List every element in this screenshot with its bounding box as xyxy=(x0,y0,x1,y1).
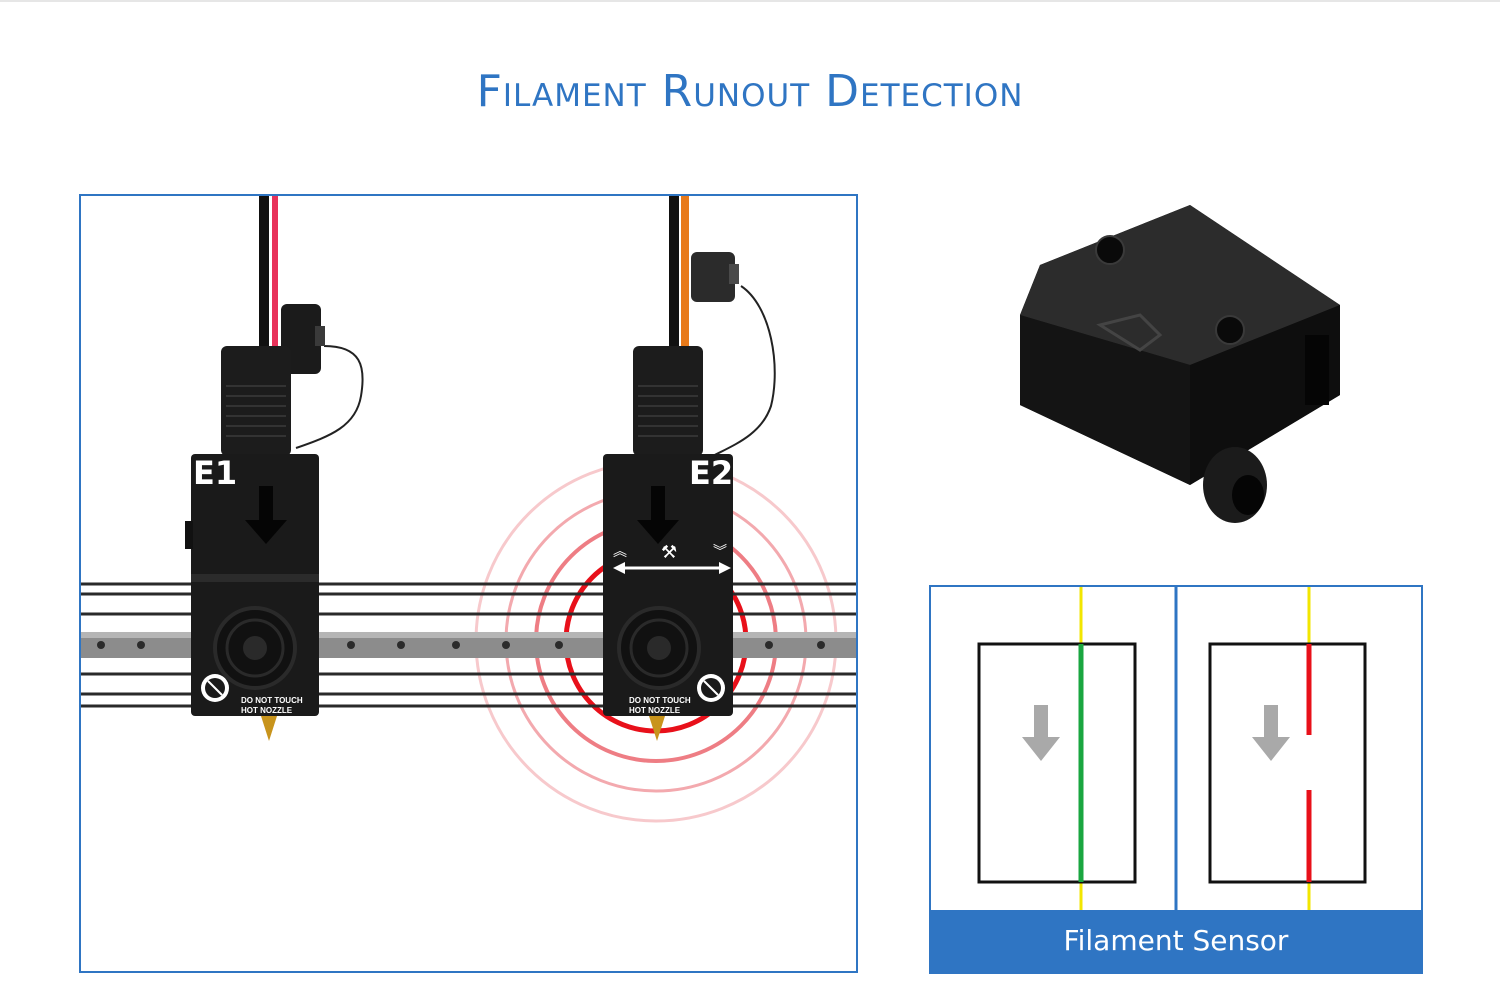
rail-holes xyxy=(97,641,825,649)
extruder-scene: DO NOT TOUCH HOT NOZZLE ⚒ ︽ ︾ xyxy=(81,196,856,823)
e2-warning-line2: HOT NOZZLE xyxy=(629,706,681,715)
svg-text:︾: ︾ xyxy=(713,544,727,560)
mount-hole-icon xyxy=(1215,315,1245,345)
down-arrow-icon xyxy=(245,486,287,544)
sensor-state-runout xyxy=(1208,587,1367,910)
e2-cables xyxy=(669,196,776,459)
page-title: Filament Runout Detection xyxy=(476,66,1024,117)
e1-hotend xyxy=(185,454,319,741)
e1-warning-line2: HOT NOZZLE xyxy=(241,706,293,715)
e2-runout-sensor xyxy=(691,252,739,302)
filament-sensor-diagram: Filament Sensor xyxy=(929,585,1423,974)
e2-warning-line1: DO NOT TOUCH xyxy=(629,696,691,705)
extruder-illustration: DO NOT TOUCH HOT NOZZLE ⚒ ︽ ︾ xyxy=(79,194,858,973)
e2-hotend: ⚒ ︽ ︾ xyxy=(603,454,733,741)
mount-hole-icon xyxy=(1095,235,1125,265)
sensor-state-ok xyxy=(977,587,1137,910)
down-arrow-icon xyxy=(1252,705,1290,761)
svg-text:︽: ︽ xyxy=(613,544,627,560)
e1-warning-line1: DO NOT TOUCH xyxy=(241,696,303,705)
down-arrow-icon xyxy=(637,486,679,544)
e1-cables xyxy=(259,196,364,449)
extruder-label-e2: E2 xyxy=(689,454,734,492)
sensor-caption: Filament Sensor xyxy=(931,910,1421,972)
extruder-label-e1: E1 xyxy=(193,454,238,492)
down-arrow-icon xyxy=(1022,705,1060,761)
wrench-icon: ⚒ xyxy=(661,542,677,563)
filament-sensor-photo xyxy=(1010,195,1350,555)
top-divider xyxy=(0,0,1500,2)
direction-arrow-icon xyxy=(1096,313,1163,352)
